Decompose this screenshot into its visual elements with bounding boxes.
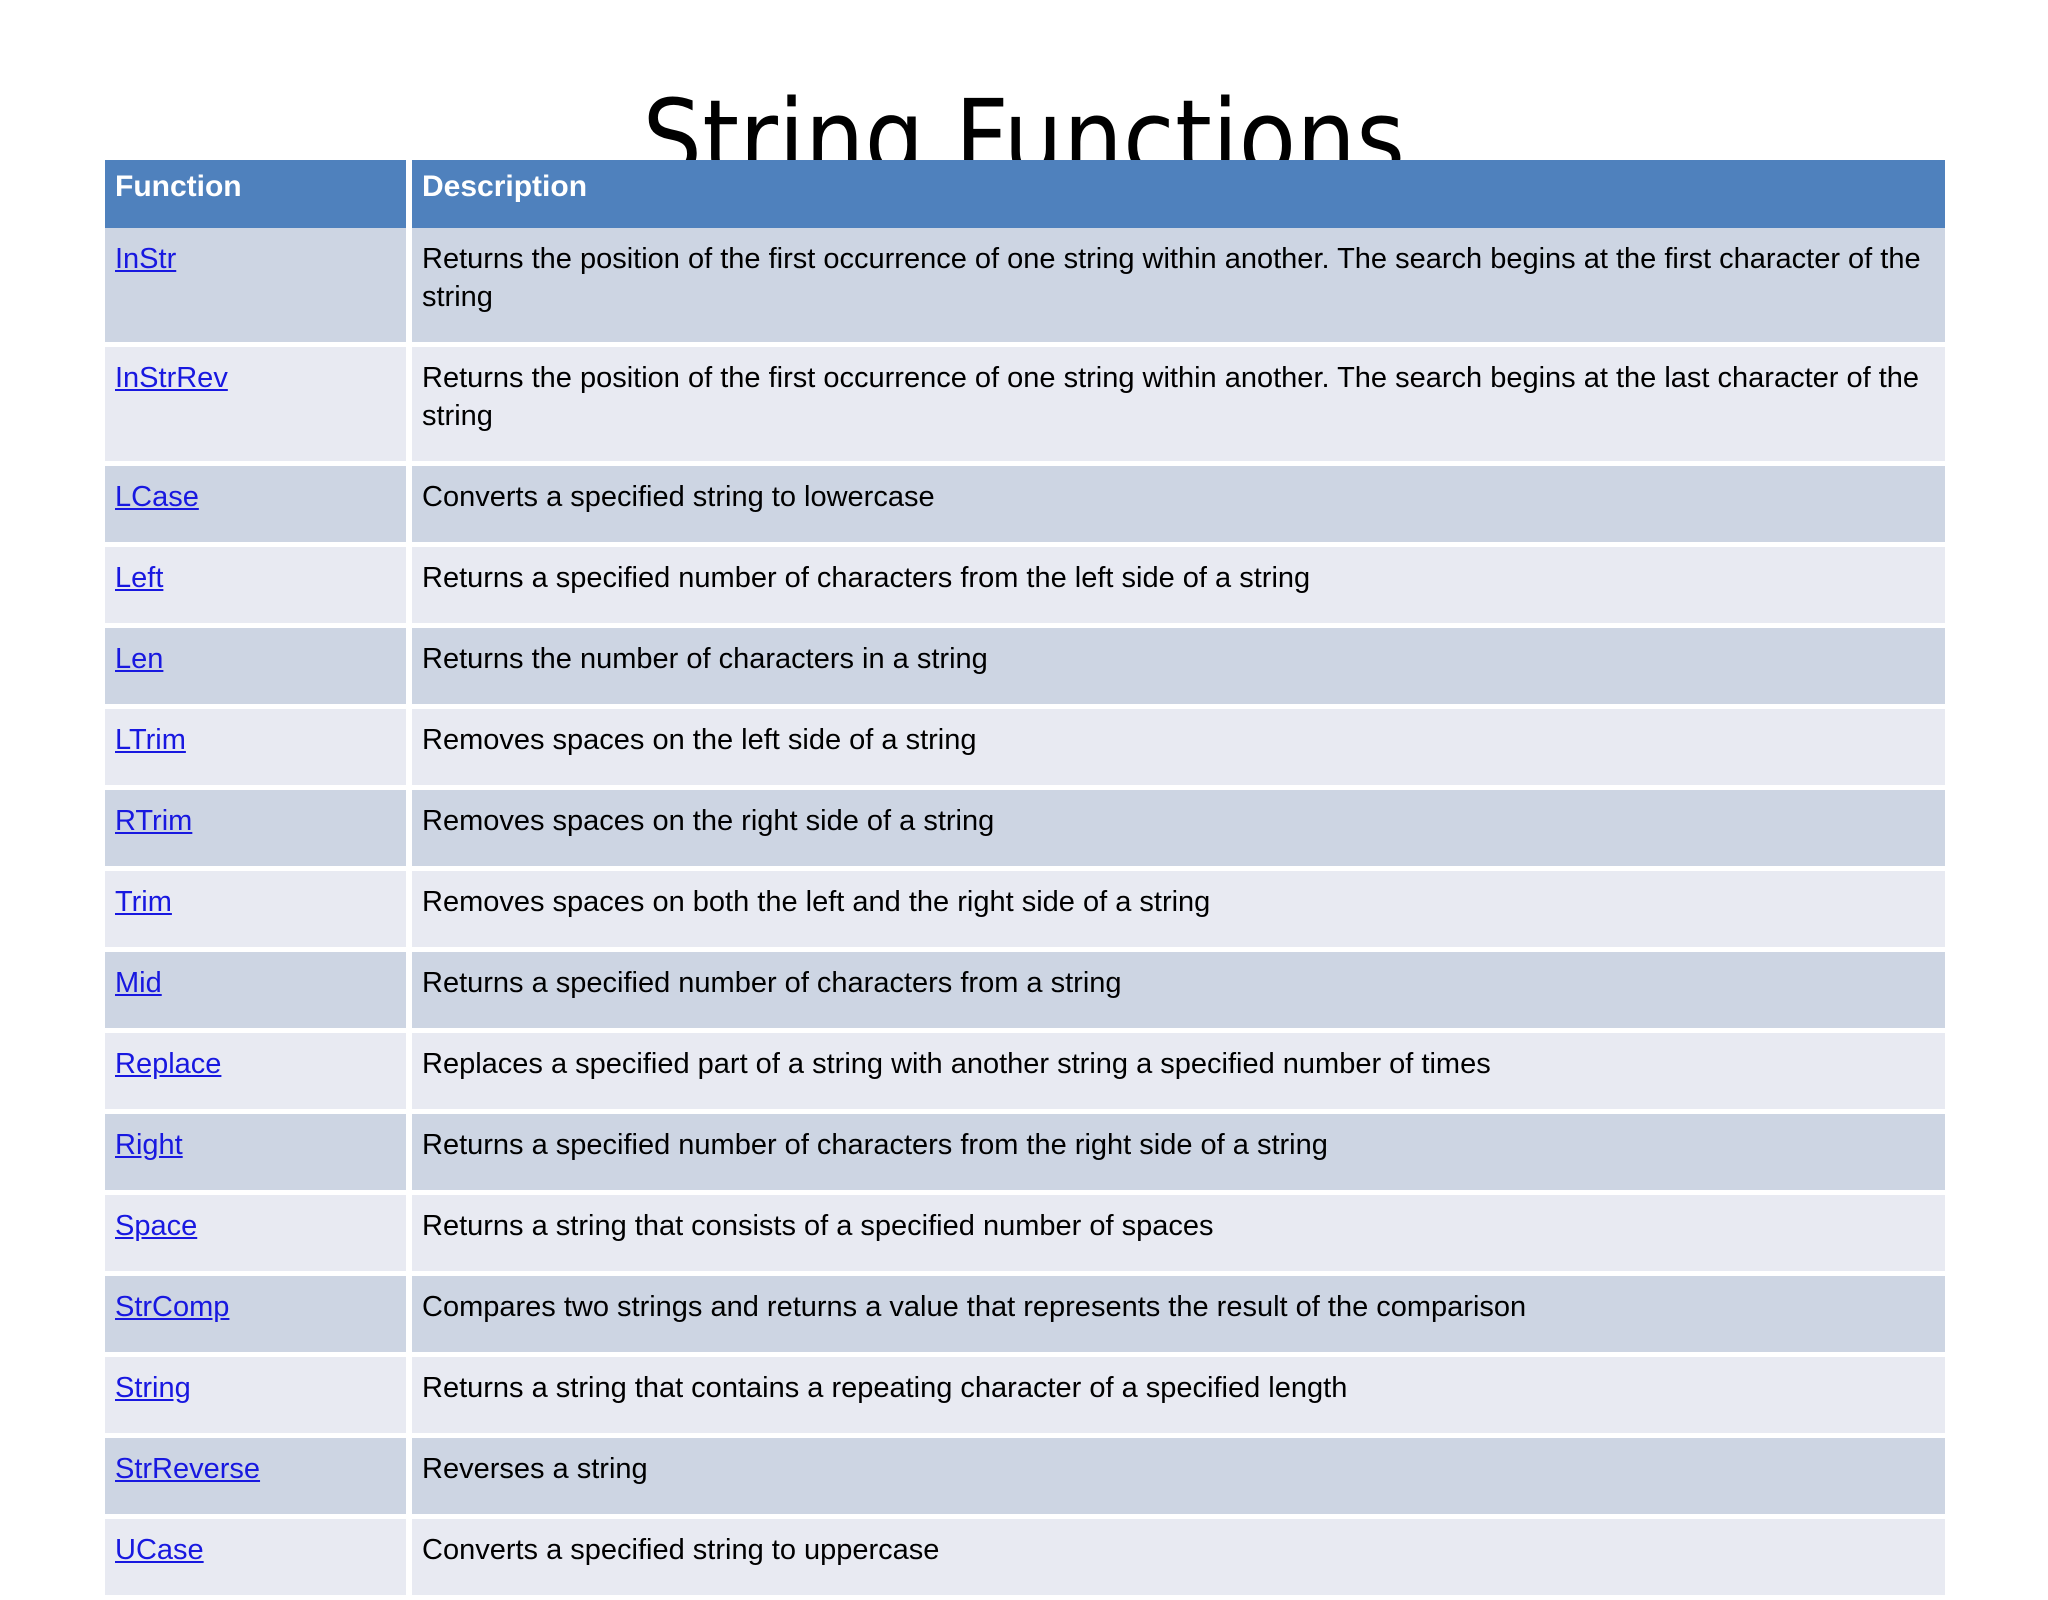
cell-description: Converts a specified string to lowercase: [412, 466, 1945, 547]
function-link[interactable]: Trim: [115, 886, 172, 918]
function-link[interactable]: Left: [115, 562, 164, 594]
cell-function: Space: [105, 1195, 412, 1276]
table-header-row: Function Description: [105, 160, 1945, 228]
cell-description: Returns a string that consists of a spec…: [412, 1195, 1945, 1276]
function-link[interactable]: StrComp: [115, 1291, 230, 1323]
cell-description: Removes spaces on the right side of a st…: [412, 790, 1945, 871]
function-link[interactable]: Mid: [115, 967, 162, 999]
function-link[interactable]: LTrim: [115, 724, 186, 756]
cell-description: Returns a specified number of characters…: [412, 547, 1945, 628]
cell-description: Returns the number of characters in a st…: [412, 628, 1945, 709]
cell-description: Replaces a specified part of a string wi…: [412, 1033, 1945, 1114]
table-row: LCase Converts a specified string to lowe…: [105, 466, 1945, 547]
cell-description: Removes spaces on the left side of a str…: [412, 709, 1945, 790]
cell-function: UCase: [105, 1519, 412, 1600]
cell-function: LCase: [105, 466, 412, 547]
column-header-description: Description: [412, 160, 1945, 228]
cell-function: InStrRev: [105, 347, 412, 466]
cell-function: Mid: [105, 952, 412, 1033]
column-header-function: Function: [105, 160, 412, 228]
cell-description: Reverses a string: [412, 1438, 1945, 1519]
cell-function: LTrim: [105, 709, 412, 790]
cell-function: RTrim: [105, 790, 412, 871]
cell-description: Returns the position of the first occurr…: [412, 228, 1945, 347]
function-link[interactable]: InStrRev: [115, 362, 228, 394]
table-row: Trim Removes spaces on both the left and …: [105, 871, 1945, 952]
table-row: String Returns a string that contains a r…: [105, 1357, 1945, 1438]
function-link[interactable]: Right: [115, 1129, 183, 1161]
table-row: RTrim Removes spaces on the right side of…: [105, 790, 1945, 871]
table-row: InStrRev Returns the position of the firs…: [105, 347, 1945, 466]
table-row: Mid Returns a specified number of charact…: [105, 952, 1945, 1033]
table-row: Len Returns the number of characters in a…: [105, 628, 1945, 709]
cell-description: Removes spaces on both the left and the …: [412, 871, 1945, 952]
table-row: Space Returns a string that consists of a…: [105, 1195, 1945, 1276]
function-link[interactable]: Len: [115, 643, 164, 675]
table-row: Left Returns a specified number of charac…: [105, 547, 1945, 628]
table-row: InStr Returns the position of the first o…: [105, 228, 1945, 347]
cell-function: Len: [105, 628, 412, 709]
cell-description: Returns a string that contains a repeati…: [412, 1357, 1945, 1438]
table-row: UCase Converts a specified string to uppe…: [105, 1519, 1945, 1600]
cell-function: String: [105, 1357, 412, 1438]
table-row: StrComp Compares two strings and returns …: [105, 1276, 1945, 1357]
cell-description: Compares two strings and returns a value…: [412, 1276, 1945, 1357]
function-link[interactable]: UCase: [115, 1534, 204, 1566]
slide-root: String Functions Function Description In…: [105, 76, 1945, 1600]
cell-description: Returns a specified number of characters…: [412, 1114, 1945, 1195]
table-row: StrReverse Reverses a string: [105, 1438, 1945, 1519]
cell-description: Returns the position of the first occurr…: [412, 347, 1945, 466]
function-link[interactable]: Replace: [115, 1048, 222, 1080]
cell-function: InStr: [105, 228, 412, 347]
table-row: Replace Replaces a specified part of a st…: [105, 1033, 1945, 1114]
function-link[interactable]: InStr: [115, 243, 177, 275]
table-header: Function Description: [105, 160, 1945, 228]
table-row: Right Returns a specified number of chara…: [105, 1114, 1945, 1195]
cell-description: Converts a specified string to uppercase: [412, 1519, 1945, 1600]
function-link[interactable]: StrReverse: [115, 1453, 261, 1485]
function-link[interactable]: String: [115, 1372, 191, 1404]
cell-function: Left: [105, 547, 412, 628]
cell-function: Right: [105, 1114, 412, 1195]
cell-function: StrReverse: [105, 1438, 412, 1519]
function-link[interactable]: Space: [115, 1210, 198, 1242]
cell-function: StrComp: [105, 1276, 412, 1357]
function-link[interactable]: LCase: [115, 481, 199, 513]
function-link[interactable]: RTrim: [115, 805, 193, 837]
cell-description: Returns a specified number of characters…: [412, 952, 1945, 1033]
table-row: LTrim Removes spaces on the left side of …: [105, 709, 1945, 790]
cell-function: Replace: [105, 1033, 412, 1114]
cell-function: Trim: [105, 871, 412, 952]
